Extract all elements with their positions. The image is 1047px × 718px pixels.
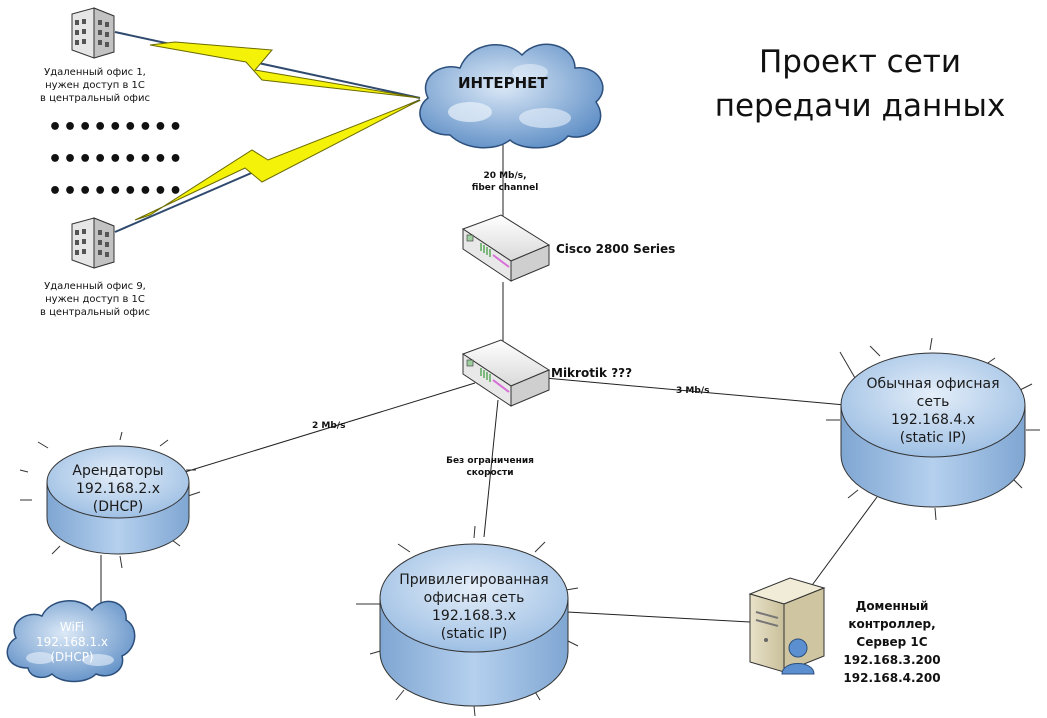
priv-link-speed-line1: Без ограничения [446,456,534,466]
server-ip-1: 192.168.3.200 [843,653,941,667]
privileged-network-subnet: 192.168.3.x [432,608,516,624]
line-mikrotik-office [544,377,846,406]
wan-links [114,31,421,233]
lightning-bolt-office9 [134,99,421,221]
line-priv-server [566,611,751,623]
building-icon [71,7,115,59]
privileged-network-label: Привилегированная офисная сеть 192.168.3… [386,571,562,643]
tenants-network-mode: (DHCP) [92,499,144,515]
mikrotik-label: Mikrotik ??? [551,366,633,380]
line-office-server [809,496,878,589]
tenants-network-name: Арендаторы [72,463,164,479]
privileged-network-mode: (static IP) [440,626,508,642]
line-mikrotik-priv [483,399,499,538]
server-label-line3: Сервер 1С [856,635,928,649]
cisco-label: Cisco 2800 Series [556,242,676,256]
office-network-mode: (static IP) [899,430,967,446]
server-label: Доменный контроллер, Сервер 1С 192.168.3… [836,597,948,687]
connection-lines [100,140,878,623]
tenants-network-disk [19,431,201,569]
remote-office-9-line3: в центральный офис [40,307,150,318]
tenants-network-label: Арендаторы 192.168.2.x (DHCP) [48,462,188,516]
server-ip-2: 192.168.4.200 [843,671,941,685]
lightning-bolt-office1 [149,41,421,99]
office-network-subnet: 192.168.4.x [891,412,975,428]
ellipsis-dots-2: ••••••••• [48,147,184,172]
ellipsis-dots-1: ••••••••• [48,115,184,140]
office-network-disk [826,337,1040,521]
remote-office-1-label: Удаленный офис 1, нужен доступ в 1С в це… [20,66,170,105]
office-network-name-2: сеть [916,394,950,410]
remote-office-1-line2: нужен доступ в 1С [45,80,145,91]
uplink-speed-label: 20 Mb/s, fiber channel [455,170,555,194]
router-icon [461,339,551,407]
remote-office-1-line3: в центральный офис [40,93,150,104]
tenants-link-speed: 2 Mb/s [312,421,346,431]
office-network-label: Обычная офисная сеть 192.168.4.x (static… [846,375,1020,447]
server-icon [748,577,826,675]
building-icon [71,217,115,269]
server-label-line1: Доменный [855,599,929,613]
diagram-title-line1: Проект сети [759,44,961,80]
remote-office-9-label: Удаленный офис 9, нужен доступ в 1С в це… [20,280,170,319]
remote-office-9-line1: Удаленный офис 9, [44,281,146,292]
office-link-speed: 3 Mb/s [676,386,710,396]
uplink-speed-line2: fiber channel [471,183,539,193]
remote-office-9-line2: нужен доступ в 1С [45,294,145,305]
wifi-network-label: WiFi 192.168.1.x (DHCP) [12,620,132,665]
server-label-line2: контроллер, [848,617,936,631]
internet-label: ИНТЕРНЕТ [458,74,548,92]
diagram-title: Проект сети передачи данных [700,40,1020,128]
privileged-network-name: Привилегированная [399,572,549,588]
privileged-network-name-2: офисная сеть [423,590,525,606]
tenants-network-subnet: 192.168.2.x [76,481,160,497]
privileged-network-disk [356,525,579,717]
office-network-name: Обычная офисная [866,376,1000,392]
wifi-network-subnet: 192.168.1.x [36,635,108,649]
uplink-speed-line1: 20 Mb/s, [483,171,527,181]
ellipsis-dots-3: ••••••••• [48,179,184,204]
internet-cloud-icon [419,43,604,149]
remote-office-1-line1: Удаленный офис 1, [44,67,146,78]
user-icon [788,638,808,658]
diagram-title-line2: передачи данных [714,88,1006,124]
priv-link-speed: Без ограничения скорости [440,455,540,479]
wifi-cloud-icon [6,600,136,683]
line-mikrotik-tenants [184,382,476,473]
wifi-network-mode: (DHCP) [50,650,94,664]
router-icon [461,214,551,282]
wifi-network-name: WiFi [59,620,85,634]
priv-link-speed-line2: скорости [466,468,514,478]
